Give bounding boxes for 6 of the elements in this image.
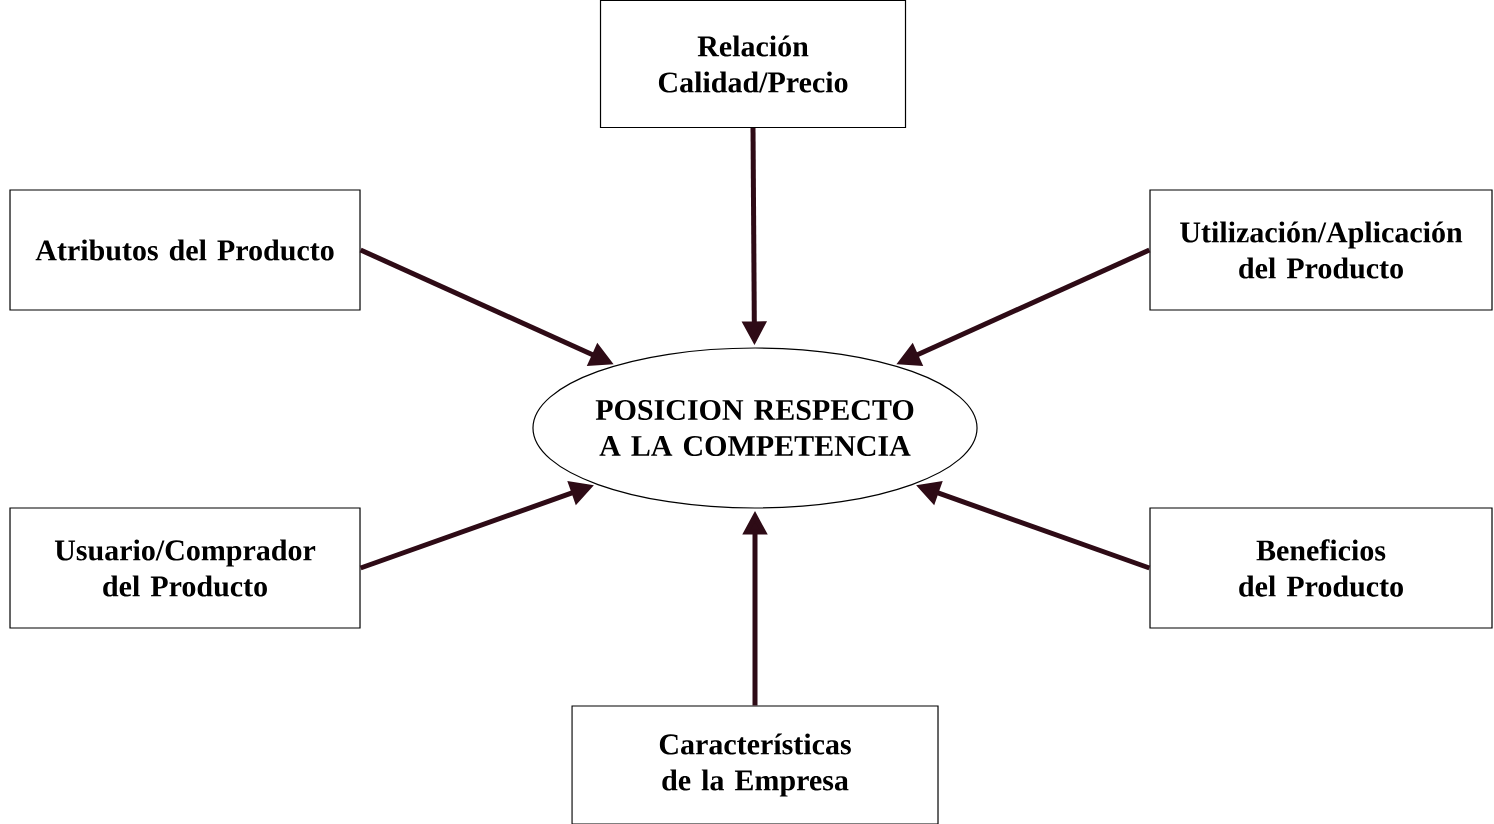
text-box: Beneficios del Producto: [1149, 507, 1493, 629]
text-box: Usuario/Comprador del Producto: [9, 507, 361, 629]
text-box: Atributos del Producto: [9, 189, 361, 311]
text-box: Utilización/Aplicación del Producto: [1149, 189, 1493, 311]
text-box: Características de la Empresa: [571, 705, 939, 824]
text-box: Relación Calidad/Precio: [599, 0, 907, 129]
